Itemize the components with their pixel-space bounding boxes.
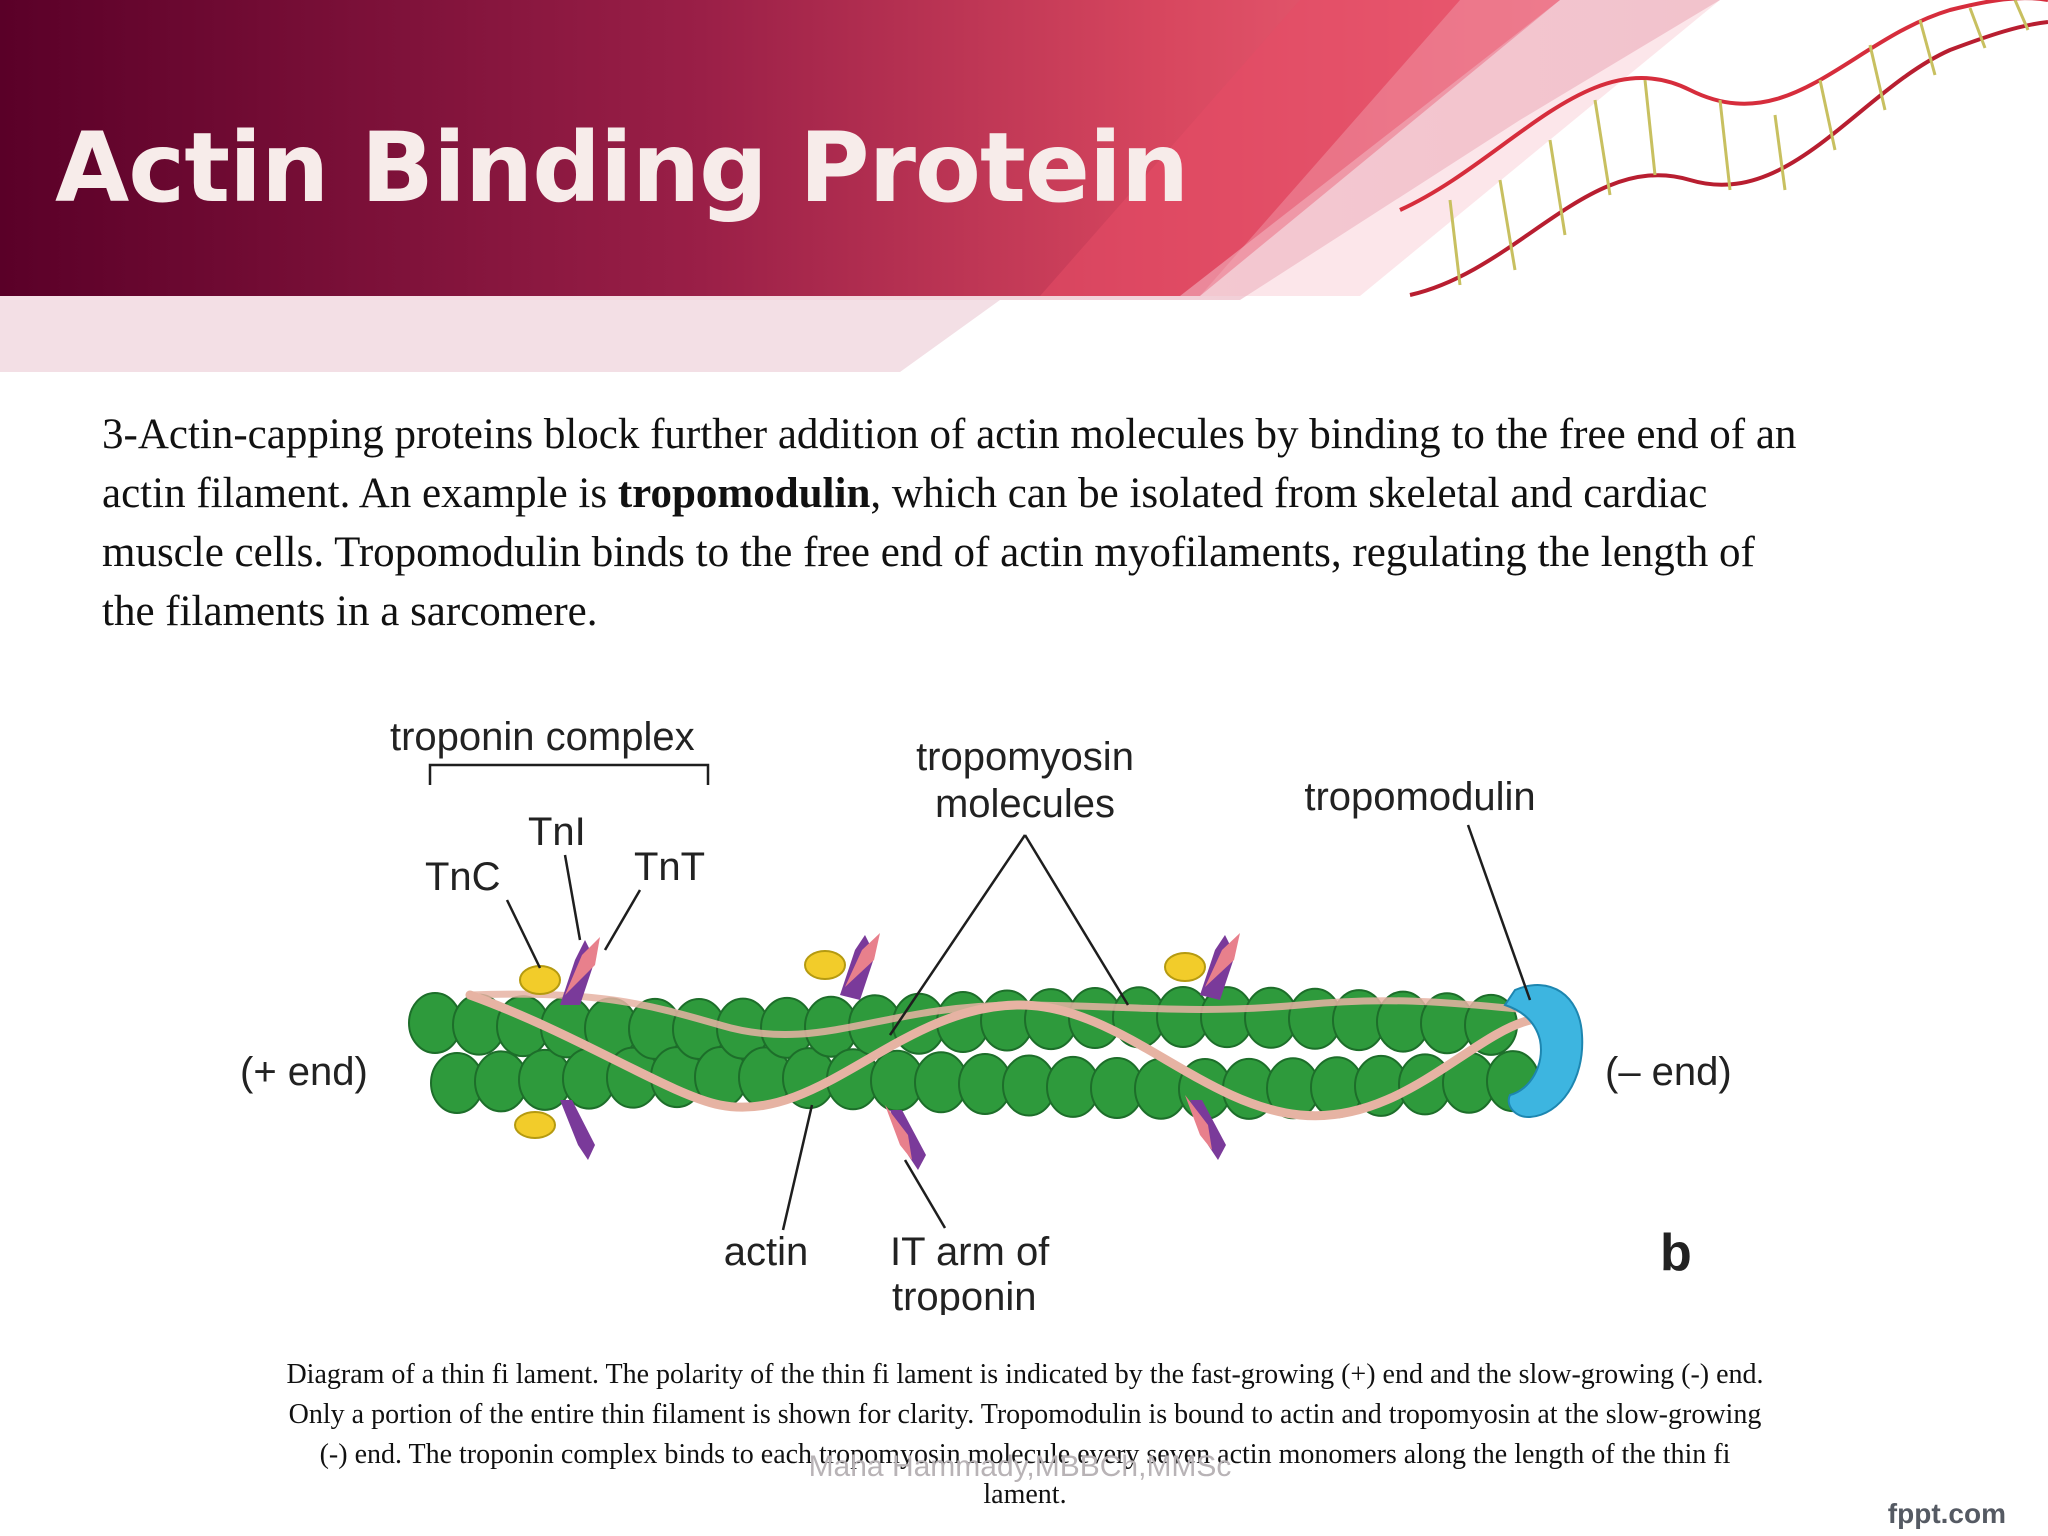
caption-line: Diagram of a thin fi lament. The polarit… [286, 1359, 1764, 1390]
pointer-tni [563, 854, 582, 941]
body-text-end: , which can be isolated from skeletal an… [102, 470, 1755, 635]
pointer-tropomyosin-b [1023, 834, 1130, 1006]
label-panel-b: b [1660, 1224, 1692, 1282]
label-molecules: molecules [935, 782, 1115, 826]
caption-line: (-) end. The troponin complex binds to e… [319, 1439, 1731, 1470]
pointer-tropomodulin [1466, 824, 1532, 1001]
slide-title: Actin Binding Protein [55, 112, 1189, 224]
label-tnc: TnC [425, 855, 501, 899]
caption-line: Only a portion of the entire thin filame… [288, 1399, 1762, 1430]
label-tni: TnI [528, 810, 586, 854]
label-minus-end: (– end) [1605, 1050, 1732, 1094]
troponin-complex-lower-1 [514, 1100, 595, 1160]
troponin-complex-1 [519, 937, 600, 1005]
troponin-complex-bracket [428, 763, 710, 785]
label-it-arm: IT arm of [890, 1230, 1050, 1274]
label-troponin-complex: troponin complex [390, 715, 695, 759]
label-tnt: TnT [634, 845, 705, 889]
body-bold-term: tropomodulin [617, 470, 871, 517]
title-banner [0, 0, 1720, 372]
pointer-tropomyosin-a [888, 834, 1027, 1036]
caption-line: lament. [983, 1479, 1067, 1510]
author-watermark: Maha Hammady,MBBCh,MMSc [808, 1450, 1232, 1483]
pointer-it-arm [903, 1159, 947, 1229]
pointer-tnc [505, 899, 542, 969]
dna-helix-image [1399, 0, 2048, 297]
body-text-start: 3-Actin-capping proteins block further a… [102, 411, 1797, 517]
thin-filament-diagram: troponin complex TnI TnC TnT tropomyosin… [240, 715, 1732, 1315]
pointer-tnt [603, 889, 642, 951]
pointer-actin [781, 1104, 814, 1231]
label-tropomodulin: tropomodulin [1304, 775, 1535, 819]
tropomodulin-cap [1503, 984, 1584, 1119]
label-tropomyosin: tropomyosin [916, 735, 1134, 779]
troponin-complex-3 [1164, 933, 1240, 1000]
label-troponin: troponin [892, 1275, 1037, 1315]
label-plus-end: (+ end) [240, 1050, 368, 1094]
troponin-complex-lower-3 [1185, 1095, 1226, 1160]
body-paragraph: 3-Actin-capping proteins block further a… [102, 405, 1802, 641]
label-actin: actin [724, 1230, 809, 1274]
figure-caption: Diagram of a thin fi lament. The polarit… [150, 1355, 1900, 1515]
troponin-complex-2 [804, 933, 880, 1000]
troponin-complex-lower-2 [885, 1105, 926, 1170]
brand-logo: fppt.com [1887, 1498, 2006, 1529]
tropomyosin-strand-top [466, 990, 1534, 1039]
